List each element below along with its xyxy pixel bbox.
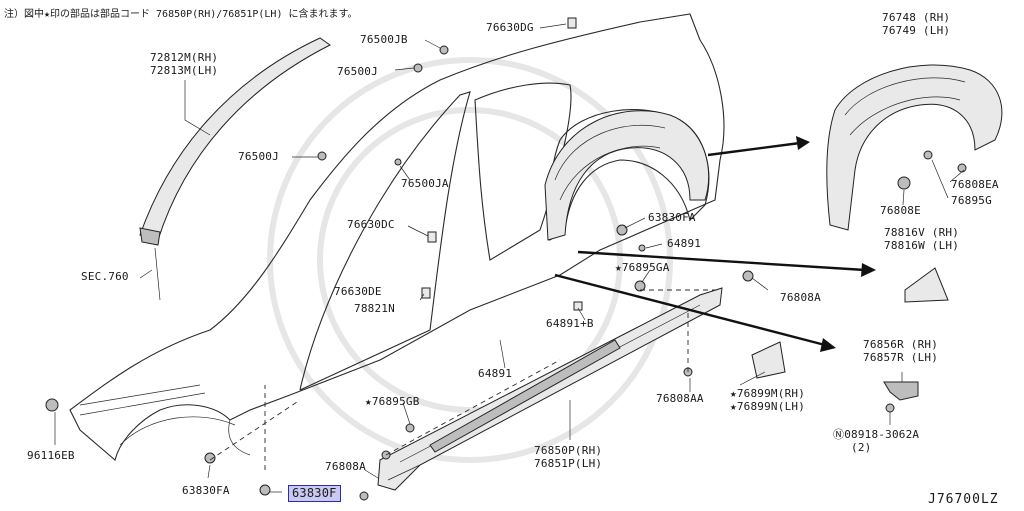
label-76895g: 76895G [951,194,992,207]
label-76857r: 76857R (LH) [863,351,939,364]
label-72813m: 72813M(LH) [150,64,219,77]
label-76808e: 76808E [880,204,921,217]
label-96116eb: 96116EB [27,449,75,462]
leader-lines [54,23,965,493]
label-08918-3062a: Ⓝ08918-3062A [833,428,920,441]
label-76899n: ★76899N(LH) [730,400,806,413]
label-78816v: 78816V (RH) [884,226,960,239]
label-76895gb: ★76895GB [365,395,420,408]
label-76630dc: 76630DC [347,218,395,231]
label-76500j-mid: 76500J [238,150,279,163]
mud-guard-flap [904,267,949,303]
diagram-note: 注）図中★印の部品は部品コード 76850P(RH)/76851P(LH) に含… [4,9,358,20]
label-63830f-highlighted[interactable]: 63830F [288,485,341,502]
label-78821n: 78821N [354,302,395,315]
label-63830fa-bottom: 63830FA [182,484,230,497]
label-72812m: 72812M(RH) [150,51,219,64]
label-76808ea: 76808EA [951,178,999,191]
bracket [883,381,919,401]
roof-rail-molding [139,37,331,246]
label-63830fa-mid: 63830FA [648,211,696,224]
patch-pad [751,341,786,379]
label-76851p: 76851P(LH) [534,457,603,470]
label-76630de: 76630DE [334,285,382,298]
label-76899m: ★76899M(RH) [730,387,806,400]
label-76808a-right: 76808A [780,291,821,304]
label-76895ga: ★76895GA [615,261,670,274]
label-76850p: 76850P(RH) [534,444,603,457]
label-78816w: 78816W (LH) [884,239,960,252]
detail-arrows [554,136,876,352]
label-76500j-top: 76500J [337,65,378,78]
label-76749: 76749 (LH) [882,24,951,37]
label-sec760: SEC.760 [81,270,129,283]
watermark [267,57,673,463]
label-64891-mid: 64891 [667,237,702,250]
label-76630dg: 76630DG [486,21,534,34]
label-76500jb: 76500JB [360,33,408,46]
explode-lines [209,289,720,470]
label-76856r: 76856R (RH) [863,338,939,351]
label-76808a-bottom: 76808A [325,460,366,473]
label-76748: 76748 (RH) [882,11,951,24]
fender-liner-detail [826,64,1003,231]
label-64891: 64891 [478,367,513,380]
fasteners [45,17,967,501]
rear-wheelhouse [544,110,710,241]
label-76808aa: 76808AA [656,392,704,405]
label-76500ja: 76500JA [401,177,449,190]
label-08918-qty: (2) [851,441,872,454]
label-64891-b: 64891+B [546,317,594,330]
side-sill-cover [377,287,723,491]
diagram-reference-code: J76700LZ [928,492,999,507]
